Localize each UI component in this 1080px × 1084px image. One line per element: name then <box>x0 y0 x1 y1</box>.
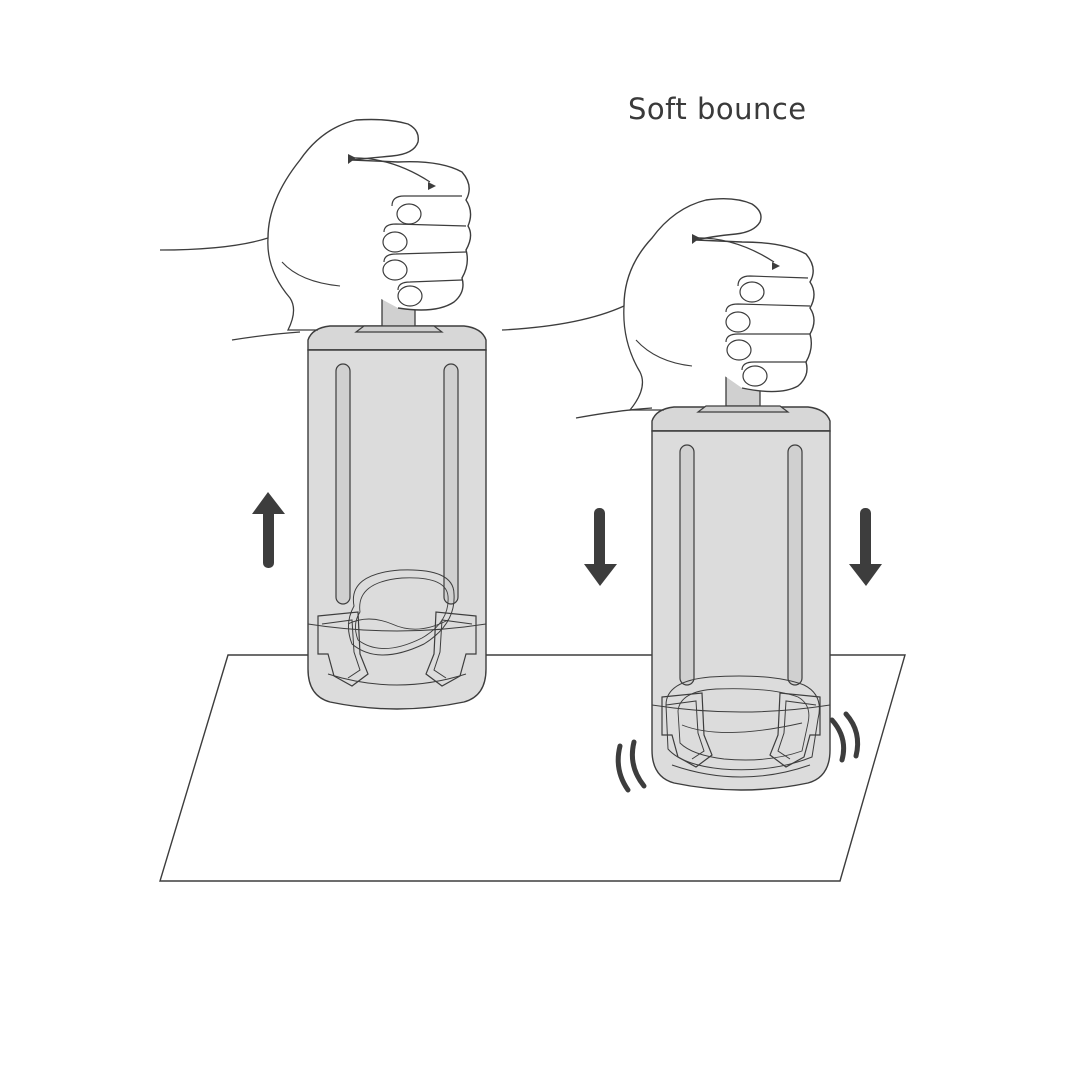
caption-label: Soft bounce <box>628 92 807 126</box>
arrow-up-icon <box>252 492 285 568</box>
bottle-icon <box>652 407 830 790</box>
hand-icon <box>624 199 814 410</box>
arrow-down-icon <box>849 508 882 586</box>
arrow-down-icon <box>584 508 617 586</box>
hand-icon <box>268 120 471 331</box>
left-scene <box>160 120 486 710</box>
bottle-icon <box>308 326 486 709</box>
